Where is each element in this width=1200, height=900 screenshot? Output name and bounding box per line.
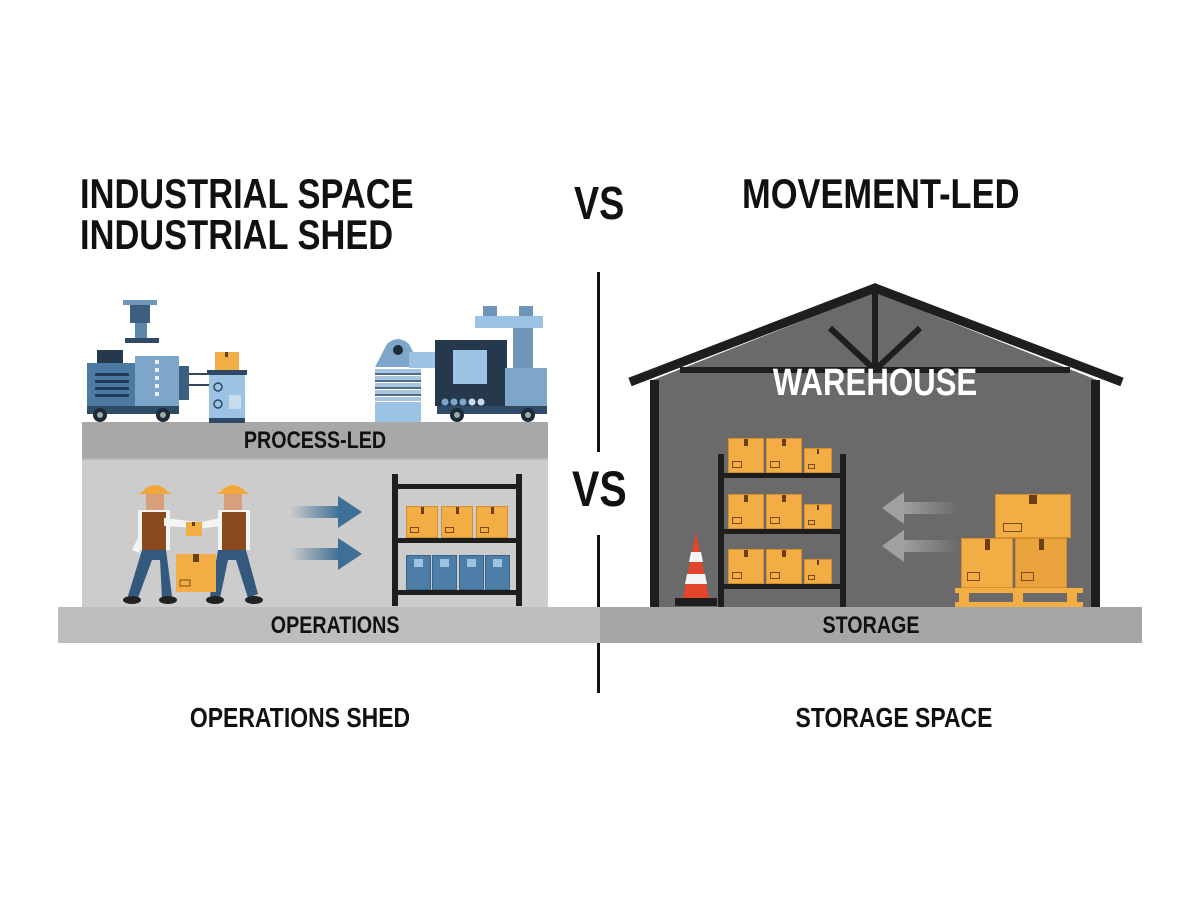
operations-label: OPERATIONS [270, 612, 400, 639]
box-icon [804, 448, 832, 473]
center-divider-top [597, 272, 600, 452]
shelf-icon [718, 438, 846, 608]
box-icon [728, 549, 764, 584]
box-icon [961, 538, 1013, 588]
right-heading: MOVEMENT-LED [742, 170, 1020, 217]
vs-top-label: VS [574, 177, 625, 229]
operations-band [58, 607, 600, 643]
arrow-right-icon [290, 496, 362, 570]
box-icon [728, 438, 764, 473]
box-icon [766, 494, 802, 529]
bin-icon [459, 555, 484, 590]
box-icon [804, 504, 832, 529]
operations-shed-caption: OPERATIONS SHED [189, 702, 411, 733]
box-icon [766, 438, 802, 473]
pallet-icon [955, 494, 1083, 608]
worker-icon [123, 485, 263, 604]
storage-label: STORAGE [822, 612, 920, 639]
shelf-icon [392, 474, 522, 606]
warehouse-label: WAREHOUSE [772, 362, 978, 404]
press-machine-icon [375, 306, 547, 422]
box-icon [476, 506, 508, 538]
process-led-band [82, 422, 548, 460]
control-unit-icon [207, 352, 247, 423]
traffic-cone-icon [675, 532, 717, 606]
process-led-label: PROCESS-LED [243, 427, 387, 454]
left-heading-line1: INDUSTRIAL SPACE [80, 170, 414, 217]
box-icon [1015, 538, 1067, 588]
box-icon [804, 559, 832, 584]
bin-icon [406, 555, 431, 590]
box-icon [728, 494, 764, 529]
bin-icon [432, 555, 457, 590]
storage-band [600, 607, 1142, 643]
box-icon [995, 494, 1071, 538]
arrow-left-icon [882, 492, 958, 562]
bin-icon [485, 555, 510, 590]
vs-middle-label: VS [572, 461, 627, 517]
storage-space-caption: STORAGE SPACE [795, 702, 993, 733]
box-icon [441, 506, 473, 538]
machine-icon [87, 300, 217, 422]
left-heading-line2: INDUSTRIAL SHED [80, 211, 394, 258]
box-icon [766, 549, 802, 584]
box-icon [406, 506, 438, 538]
